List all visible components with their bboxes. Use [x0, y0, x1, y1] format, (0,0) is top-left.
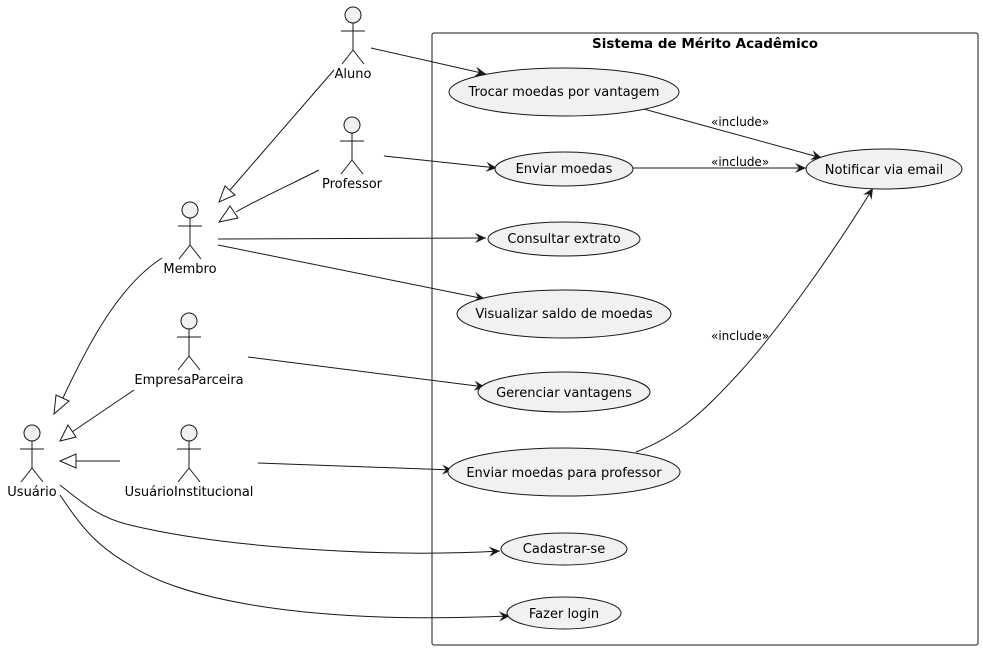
usecase-cadastrar[interactable]: Cadastrar-se: [500, 532, 628, 566]
usecase-enviar[interactable]: Enviar moedas: [494, 151, 634, 187]
assoc-membro-consultar: [217, 233, 487, 244]
actor-aluno-label: Aluno: [335, 67, 372, 82]
include-label-enviar: «include»: [711, 155, 769, 169]
gen-aluno-membro-head: [218, 185, 236, 203]
system-boundary: [431, 32, 979, 646]
gen-membro-usuario-head: [53, 394, 70, 416]
usecase-gerenciar-label: Gerenciar vantagens: [496, 386, 632, 401]
usecase-login-label: Fazer login: [529, 607, 599, 622]
usecase-visualizar[interactable]: Visualizar saldo de moedas: [456, 289, 672, 339]
usecase-cadastrar-label: Cadastrar-se: [523, 542, 605, 557]
gen-aluno-membro: [229, 69, 335, 191]
actor-institucional-label: UsuárioInstitucional: [125, 485, 254, 500]
include-enviarprof-notificar: [635, 187, 874, 453]
assoc-aluno-trocar: [370, 47, 487, 77]
actor-institucional[interactable]: UsuárioInstitucional: [125, 424, 254, 500]
usecase-visualizar-label: Visualizar saldo de moedas: [475, 307, 653, 322]
usecase-consultar[interactable]: Consultar extrato: [487, 221, 641, 257]
actor-professor-label: Professor: [322, 177, 383, 192]
actor-professor[interactable]: Professor: [322, 116, 383, 192]
gen-empresa-usuario: [71, 389, 135, 433]
actor-empresa[interactable]: EmpresaParceira: [134, 312, 244, 388]
gen-professor-membro-head: [217, 205, 239, 223]
assoc-usuario-cadastrar: [59, 484, 501, 557]
usecase-enviar-prof-label: Enviar moedas para professor: [466, 466, 662, 481]
gen-empresa-usuario-head: [59, 424, 77, 442]
include-label-trocar: «include»: [711, 115, 769, 129]
actor-membro[interactable]: Membro: [163, 201, 217, 277]
usecase-gerenciar[interactable]: Gerenciar vantagens: [477, 371, 651, 413]
usecase-notificar[interactable]: Notificar via email: [805, 148, 963, 190]
include-trocar-notificar: [639, 107, 823, 160]
gen-membro-usuario: [61, 257, 163, 401]
include-label-enviarprof: «include»: [711, 329, 769, 343]
usecase-trocar[interactable]: Trocar moedas por vantagem: [448, 67, 680, 117]
assoc-institucional-enviarprof: [257, 462, 454, 475]
usecase-consultar-label: Consultar extrato: [507, 232, 620, 247]
actor-empresa-label: EmpresaParceira: [134, 373, 243, 388]
assoc-membro-visualizar: [217, 244, 486, 302]
usecase-notificar-label: Notificar via email: [825, 163, 943, 178]
usecase-enviar-label: Enviar moedas: [516, 162, 613, 177]
assoc-usuario-login: [59, 494, 511, 622]
usecase-login[interactable]: Fazer login: [506, 596, 622, 630]
actor-usuario-label: Usuário: [7, 485, 56, 500]
assoc-empresa-gerenciar: [247, 356, 486, 391]
actor-usuario[interactable]: Usuário: [7, 424, 57, 500]
usecase-trocar-label: Trocar moedas por vantagem: [468, 85, 660, 100]
gen-institucional-usuario-head: [58, 453, 77, 469]
assoc-professor-enviar: [383, 155, 498, 172]
gen-professor-membro: [235, 169, 320, 213]
actor-aluno[interactable]: Aluno: [335, 6, 372, 82]
actor-membro-label: Membro: [163, 262, 216, 277]
system-title: Sistema de Mérito Acadêmico: [592, 36, 818, 52]
usecase-enviar-prof[interactable]: Enviar moedas para professor: [447, 447, 681, 497]
